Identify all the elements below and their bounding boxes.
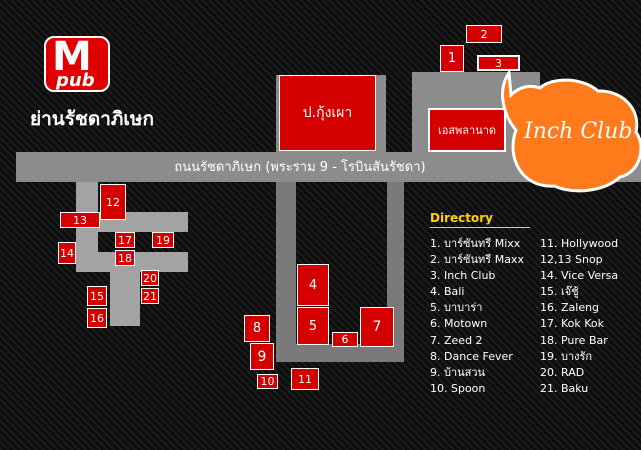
venue-8[interactable]: 8 bbox=[244, 315, 270, 342]
directory-entry[interactable]: 8. Dance Fever bbox=[430, 349, 513, 363]
directory-entry[interactable]: 5. บาบาร่า bbox=[430, 301, 483, 315]
directory-title: Directory bbox=[430, 211, 493, 225]
venue-12[interactable]: 12 bbox=[100, 184, 126, 220]
landmark-kungphao[interactable]: ป.กุ้งเผา bbox=[279, 75, 376, 151]
venue-17[interactable]: 17 bbox=[115, 232, 135, 248]
venue-13[interactable]: 13 bbox=[60, 212, 100, 228]
directory-underline bbox=[430, 227, 530, 228]
venue-5[interactable]: 5 bbox=[297, 307, 329, 345]
venue-3[interactable]: 3 bbox=[477, 55, 520, 71]
directory-entry[interactable]: 11. Hollywood bbox=[540, 237, 619, 250]
directory-entry[interactable]: 18. Pure Bar bbox=[540, 333, 608, 347]
venue-14[interactable]: 14 bbox=[58, 242, 76, 264]
callout-text: Inch Club bbox=[524, 119, 633, 144]
venue-2[interactable]: 2 bbox=[466, 25, 502, 43]
venue-19[interactable]: 19 bbox=[152, 232, 174, 248]
lower-lane-b bbox=[276, 344, 404, 362]
directory-entry[interactable]: 6. Motown bbox=[430, 317, 488, 331]
lower-lane-a bbox=[276, 182, 296, 362]
landmark-esplanade[interactable]: เอสพลานาด bbox=[428, 108, 506, 152]
directory-entry[interactable]: 12,13 Snop bbox=[540, 253, 603, 267]
directory-entry[interactable]: 15. เจ๊ชู้ bbox=[540, 285, 579, 299]
directory-entry[interactable]: 21. Baku bbox=[540, 381, 589, 395]
venue-6[interactable]: 6 bbox=[332, 332, 358, 347]
directory-right-column: 11. Hollywood 12,13 Snop 14. Vice Versa 15.… bbox=[540, 236, 618, 397]
venue-1[interactable]: 1 bbox=[440, 45, 464, 72]
directory-entry[interactable]: 10. Spoon bbox=[430, 381, 486, 395]
directory-entry[interactable]: 17. Kok Kok bbox=[540, 317, 605, 331]
directory-entry[interactable]: 20. RAD bbox=[540, 365, 585, 379]
venue-11[interactable]: 11 bbox=[291, 368, 319, 390]
venue-10[interactable]: 10 bbox=[257, 374, 278, 389]
mpub-logo: M pub bbox=[44, 36, 110, 92]
venue-21[interactable]: 21 bbox=[141, 288, 159, 304]
directory-entry[interactable]: 9. บ้านสวน bbox=[430, 365, 486, 379]
logo-word: pub bbox=[56, 70, 95, 91]
venue-15[interactable]: 15 bbox=[87, 286, 107, 306]
directory-entry[interactable]: 1. บาร์ซันทรี Mixx bbox=[430, 237, 521, 250]
directory-entry[interactable]: 14. Vice Versa bbox=[540, 269, 619, 283]
directory-entry[interactable]: 16. Zaleng bbox=[540, 301, 600, 315]
venue-20[interactable]: 20 bbox=[141, 270, 159, 286]
directory-entry[interactable]: 4. Bali bbox=[430, 285, 465, 299]
venue-18[interactable]: 18 bbox=[115, 250, 135, 266]
venue-16[interactable]: 16 bbox=[87, 308, 107, 328]
venue-4[interactable]: 4 bbox=[297, 264, 329, 306]
directory-entry[interactable]: 19. บางรัก bbox=[540, 349, 593, 363]
venue-9[interactable]: 9 bbox=[250, 343, 274, 370]
logo-mark: M bbox=[52, 36, 92, 80]
directory-left-column: 1. บาร์ซันทรี Mixx 2. บาร์ซันทรี Maxx 3. I… bbox=[430, 236, 524, 397]
area-title: ย่านรัชดาภิเษก bbox=[30, 108, 154, 130]
directory-entry[interactable]: 3. Inch Club bbox=[430, 269, 496, 283]
road-label: ถนนรัชดาภิเษก (พระราม 9 - โรบินสันรัชดา) bbox=[174, 160, 426, 175]
venue-7[interactable]: 7 bbox=[360, 307, 394, 347]
directory-entry[interactable]: 7. Zeed 2 bbox=[430, 333, 483, 347]
directory-entry[interactable]: 2. บาร์ซันทรี Maxx bbox=[430, 253, 524, 267]
